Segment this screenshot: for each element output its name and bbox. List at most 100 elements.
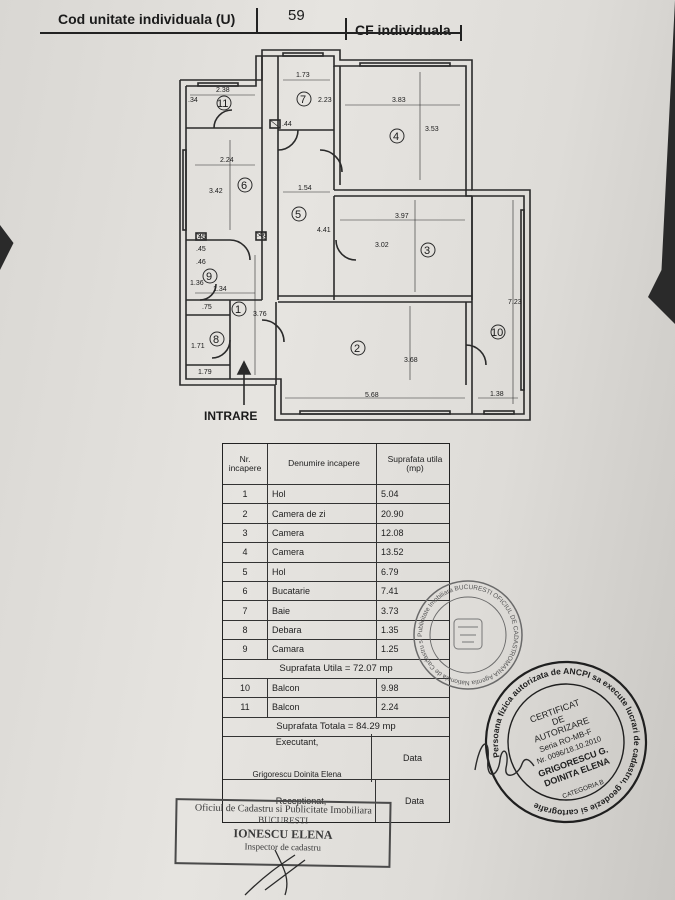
header-area: Suprafata utila (mp) (387, 453, 443, 473)
cell-area: 13.52 (381, 547, 404, 558)
dimension-label: 5.68 (365, 392, 379, 399)
total-row: Suprafata Totala = 84.29 mp (223, 716, 449, 736)
cell-nr: 5 (223, 562, 268, 581)
certificate-stamp: Persoana fizica autorizata de ANCPI sa e… (482, 658, 650, 826)
floor-plan-drawing: 1 2 3 4 5 6 7 8 9 10 11 2.38 1.73 2.23 3… (179, 49, 531, 421)
cell-nr: 8 (223, 620, 268, 640)
header-name: Denumire incapere (268, 444, 377, 484)
dimension-label: 1.54 (298, 185, 312, 192)
cell-nr: 2 (223, 504, 268, 523)
dimension-label: .75 (202, 304, 212, 311)
room-number: 11 (217, 98, 228, 110)
cell-area: 20.90 (381, 508, 404, 519)
dimension-label: .45 (196, 246, 206, 253)
dimension-label: 1.79 (198, 369, 212, 376)
table-row: 4 Camera 13.52 (223, 542, 449, 562)
dimension-label: .45 (196, 234, 206, 241)
room-number: 4 (393, 131, 399, 143)
cell-name: Camera (268, 523, 377, 543)
room-number: 6 (241, 180, 247, 192)
header-divider (460, 25, 462, 41)
cell-nr: 7 (223, 601, 268, 620)
dimension-label: .44 (282, 121, 292, 128)
cell-nr: 1 (223, 485, 268, 504)
cell-name: Hol (268, 485, 377, 504)
table-row: 1 Hol 5.04 (223, 484, 449, 504)
dimension-label: 3.76 (253, 311, 267, 318)
cell-nr: 9 (223, 640, 268, 659)
cell-area: 2.24 (381, 702, 399, 713)
cod-unitate-label: Cod unitate individuala (U) (58, 11, 236, 27)
table-row: 6 Bucatarie 7.41 (223, 580, 449, 601)
dimension-label: 2.38 (216, 87, 230, 94)
room-number: 9 (206, 271, 212, 283)
cell-area: 3.73 (381, 605, 399, 616)
area-table: Nr. incapere Denumire incapere Suprafata… (222, 443, 450, 824)
room-number: 1 (235, 304, 241, 316)
table-row: 7 Baie 3.73 (223, 600, 449, 620)
room-number: 3 (424, 245, 430, 257)
cert-stamp-line: DE (551, 714, 566, 728)
cell-name: Balcon (268, 678, 377, 698)
cell-name: Camara (268, 640, 377, 659)
signature (474, 743, 535, 776)
cell-name: Camera (268, 543, 377, 562)
header-divider (345, 18, 347, 40)
table-row: 3 Camera 12.08 (223, 522, 449, 543)
cell-area: 6.79 (381, 566, 399, 577)
table-row: 5 Hol 6.79 (223, 561, 449, 581)
executant-row: Executant, Grigorescu Doinita Elena Data (223, 734, 449, 783)
header-divider (256, 8, 258, 34)
table-row: 2 Camera de zi 20.90 (223, 503, 449, 523)
dimension-label: .46 (257, 232, 267, 239)
cell-area: 7.41 (381, 586, 399, 597)
receptionat-row: Receptionat, Data (223, 779, 449, 823)
table-row: 8 Debara 1.35 (223, 619, 449, 640)
dimension-label: 1.38 (490, 391, 504, 398)
floor-plan: 1 2 3 4 5 6 7 8 9 10 11 2.38 1.73 2.23 3… (0, 0, 675, 430)
utila-total-row: Suprafata Utila = 72.07 mp (223, 658, 449, 678)
executant-cell: Executant, Grigorescu Doinita Elena (223, 734, 372, 783)
dimension-label: .34 (188, 97, 198, 104)
receptionat-label: Receptionat, (223, 780, 376, 823)
header-nr: Nr. incapere (223, 444, 268, 484)
header-rule (40, 32, 460, 34)
dimension-label: 1.73 (296, 72, 310, 79)
room-number: 8 (213, 334, 219, 346)
dimension-label: 3.02 (375, 242, 389, 249)
table-row: 9 Camara 1.25 (223, 639, 449, 659)
dimension-label: 3.97 (395, 213, 409, 220)
cell-nr: 6 (223, 581, 268, 601)
cell-name: Baie (268, 601, 377, 620)
unit-number: 59 (288, 7, 305, 24)
dimension-label: .46 (196, 259, 206, 266)
cell-name: Bucatarie (268, 581, 377, 601)
cell-area: 12.08 (381, 527, 404, 538)
cell-name: Balcon (268, 698, 377, 717)
dimension-label: 2.24 (220, 157, 234, 164)
dimension-label: 3.68 (404, 357, 418, 364)
room-number: 7 (300, 94, 306, 106)
dimension-label: 2.23 (318, 97, 332, 104)
dimension-label: 1.71 (191, 343, 205, 350)
cf-label: CF individuala (355, 22, 451, 38)
cell-nr: 4 (223, 543, 268, 562)
entrance-label: INTRARE (204, 409, 258, 423)
dimension-label: 3.42 (209, 188, 223, 195)
cell-area: 1.25 (381, 644, 399, 655)
cell-area: 1.35 (381, 624, 399, 635)
executant-label: Executant, (275, 737, 319, 748)
data-label: Data (404, 796, 424, 807)
table-header-row: Nr. incapere Denumire incapere Suprafata… (223, 444, 449, 484)
table-row: 11 Balcon 2.24 (223, 697, 449, 717)
dimension-label: 1.34 (213, 286, 227, 293)
cell-name: Hol (268, 562, 377, 581)
table-row: 10 Balcon 9.98 (223, 677, 449, 698)
room-number: 5 (295, 209, 301, 221)
ocpi-round-stamp: ROMANIA Agentia Nationala de Cadastru si… (410, 577, 526, 693)
cell-nr: 11 (223, 698, 268, 717)
dimension-label: 3.83 (392, 97, 406, 104)
cell-name: Camera de zi (268, 504, 377, 523)
dimension-label: 1.36 (190, 280, 204, 287)
